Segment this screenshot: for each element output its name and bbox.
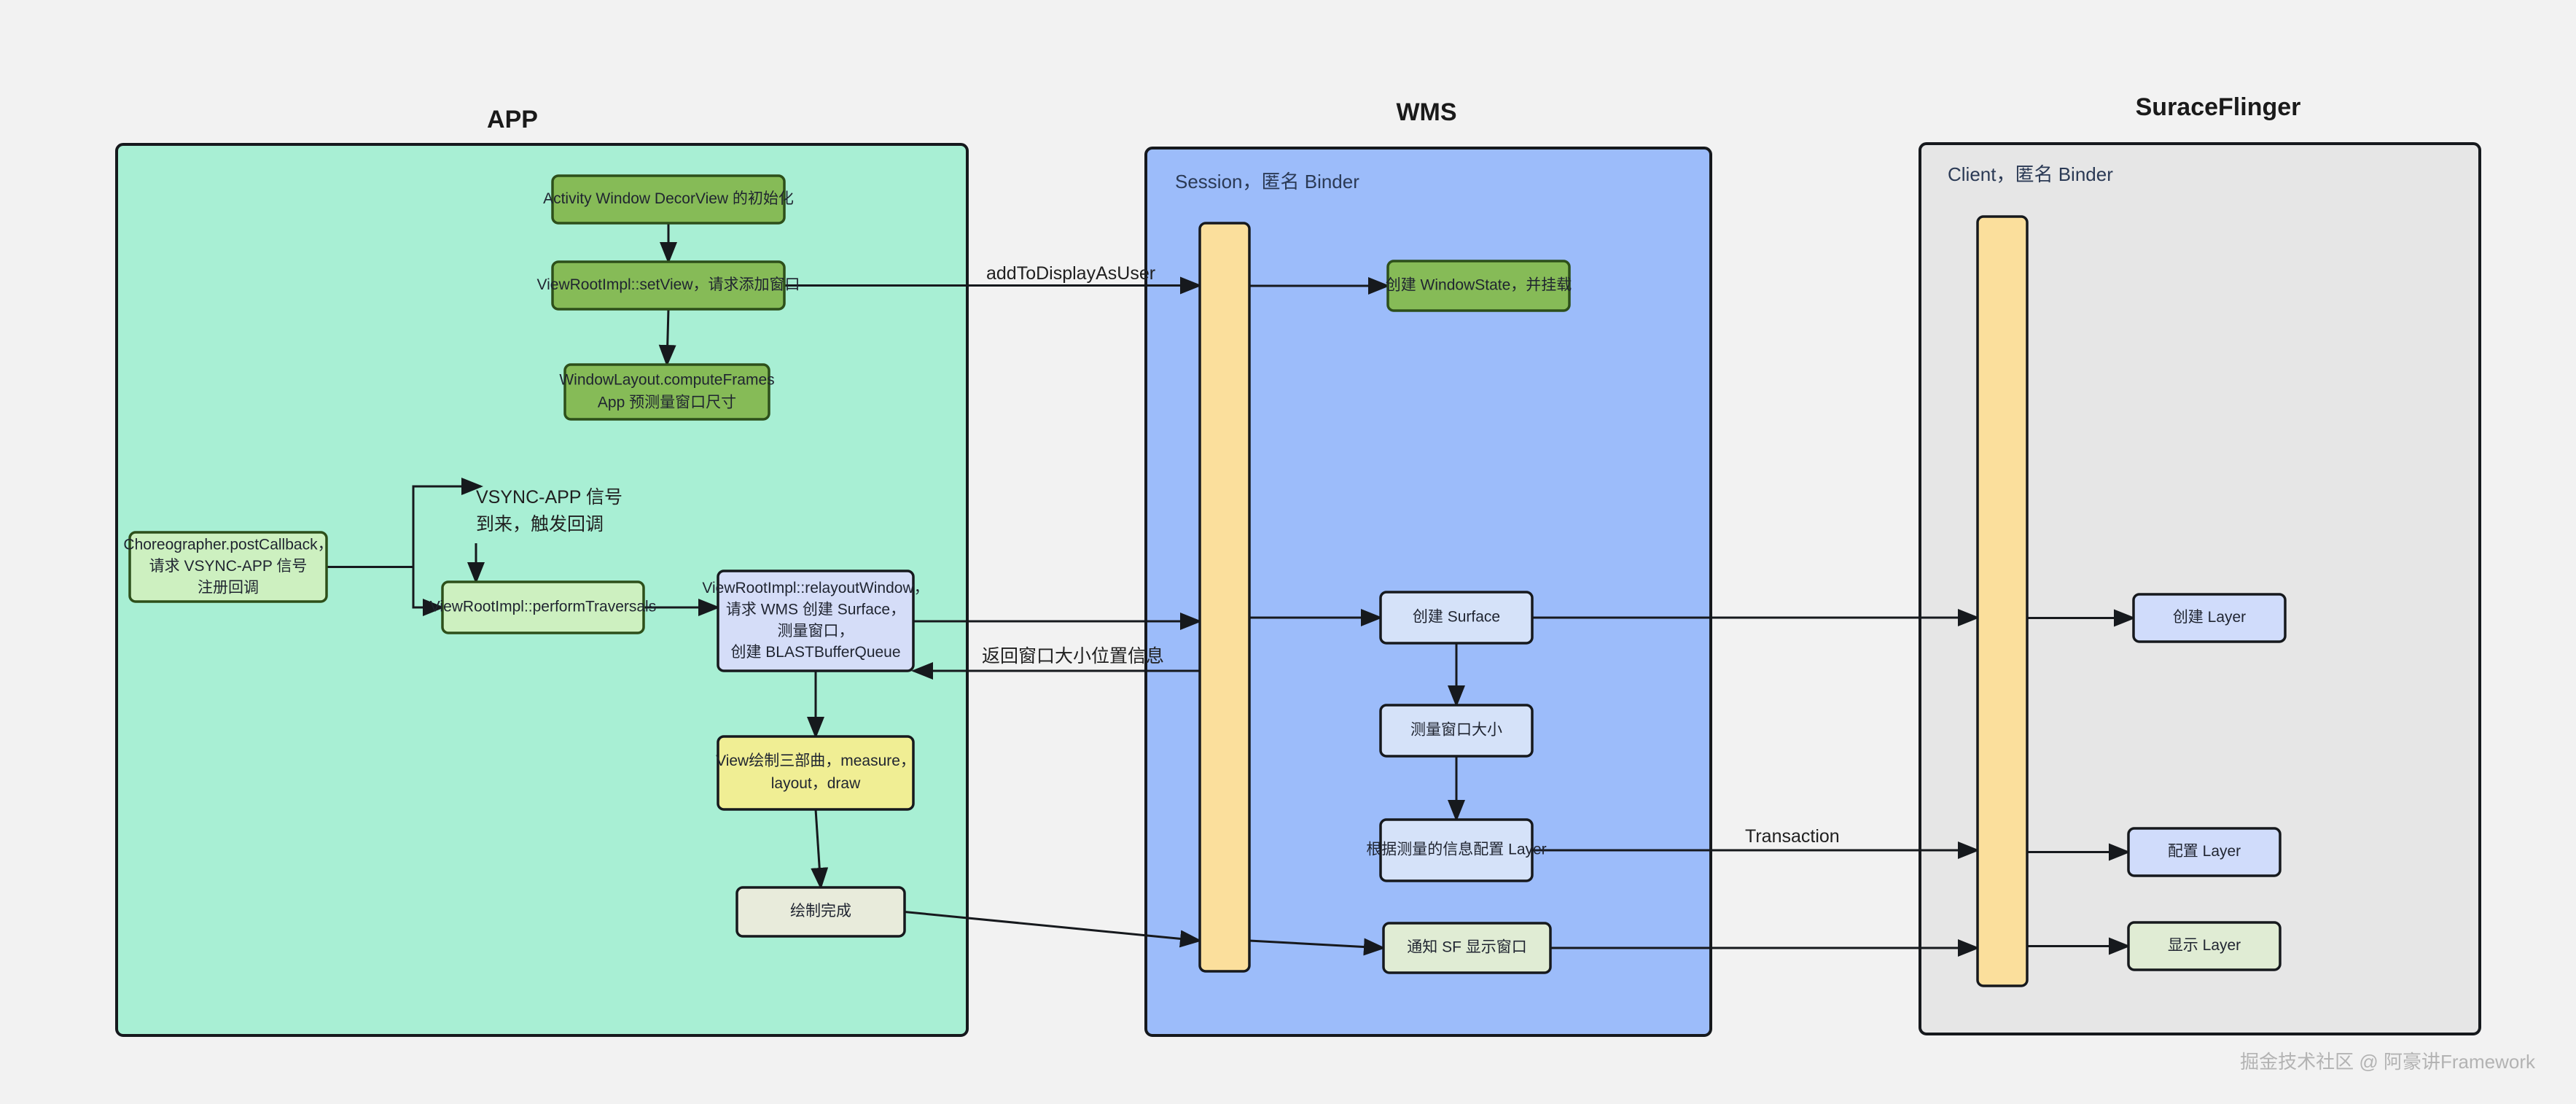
n-setview[interactable]: ViewRootImpl::setView，请求添加窗口 [537, 260, 800, 311]
n-createlayer-box[interactable] [2132, 593, 2287, 643]
n-computeframes-box[interactable] [563, 363, 770, 421]
n-choreographer-box[interactable] [128, 531, 328, 603]
n-session-binder-box[interactable] [1198, 222, 1251, 973]
n-windowstate[interactable]: 创建 WindowState，并挂载 [1386, 260, 1572, 312]
lane-subtitle-wms: Session，匿名 Binder [1175, 171, 1359, 193]
lane-subtitle-sf: Client，匿名 Binder [1948, 163, 2113, 185]
n-createlayer[interactable]: 创建 Layer [2132, 593, 2287, 643]
watermark: 掘金技术社区 @ 阿豪讲Framework [2240, 1051, 2536, 1073]
n-drawtrilogy[interactable]: View绘制三部曲，measure， layout，draw [716, 735, 916, 811]
n-choreographer-label-0: Choreographer.postCallback， [123, 537, 332, 553]
n-measurewindow-box[interactable] [1379, 704, 1534, 758]
n-relayout-label-1: 请求 WMS 创建 Surface， [726, 601, 905, 618]
n-createsurface-label-0: 创建 Surface [1413, 609, 1500, 626]
n-client-binder[interactable] [1976, 215, 2029, 987]
n-choreographer[interactable]: Choreographer.postCallback， 请求 VSYNC-APP … [123, 531, 333, 603]
n-setview-label-0: ViewRootImpl::setView，请求添加窗口 [537, 276, 800, 293]
n-performtraversals-box[interactable] [441, 580, 645, 634]
n-client-binder-box[interactable] [1976, 215, 2029, 987]
lbl-addtodisplay: addToDisplayAsUser [986, 263, 1155, 284]
n-decorview[interactable]: Activity Window DecorView 的初始化 [543, 174, 794, 225]
n-configlayer-sf-box[interactable] [2127, 827, 2282, 877]
n-relayout-label-3: 创建 BLASTBufferQueue [730, 644, 900, 661]
edge-session-to-notifysf [1249, 938, 1386, 956]
n-setview-box[interactable] [551, 260, 786, 311]
nodes-layer: Activity Window DecorView 的初始化 ViewRootIm… [123, 174, 2287, 987]
edge-choreographer-to-performtraversals [412, 567, 445, 616]
n-decorview-box[interactable] [551, 174, 786, 225]
edge-drawdone-to-session [904, 911, 1202, 948]
n-notifysf[interactable]: 通知 SF 显示窗口 [1382, 922, 1552, 974]
n-createsurface[interactable]: 创建 Surface [1379, 591, 1534, 645]
n-createlayer-label-0: 创建 Layer [2173, 609, 2246, 626]
n-configlayer-box[interactable] [1379, 818, 1534, 882]
n-measurewindow-label-0: 测量窗口大小 [1410, 722, 1502, 739]
lbl-transaction: Transaction [1745, 826, 1840, 847]
n-windowstate-label-0: 创建 WindowState，并挂载 [1386, 277, 1572, 294]
n-decorview-label-0: Activity Window DecorView 的初始化 [543, 190, 794, 207]
n-drawdone[interactable]: 绘制完成 [735, 886, 906, 938]
n-session-binder[interactable] [1198, 222, 1251, 973]
lane-box-sf [1919, 142, 2481, 1035]
n-notifysf-label-0: 通知 SF 显示窗口 [1407, 939, 1527, 956]
n-drawtrilogy-box[interactable] [717, 735, 915, 811]
n-performtraversals[interactable]: ViewRootImpl::performTraversals [430, 580, 656, 634]
lbl-vsync2: 到来，触发回调 [476, 514, 604, 534]
lbl-vsync: VSYNC-APP 信号 [476, 487, 622, 508]
n-relayout-label-2: 测量窗口， [778, 623, 854, 640]
n-configlayer[interactable]: 根据测量的信息配置 Layer [1366, 818, 1547, 882]
n-computeframes-label-1: App 预测量窗口尺寸 [598, 394, 736, 411]
lane-title-app: APP [487, 106, 538, 133]
n-performtraversals-label-0: ViewRootImpl::performTraversals [430, 599, 656, 615]
lanes-layer: APP WMS Session，匿名 Binder SuraceFlingerClie… [115, 93, 2481, 1037]
n-computeframes-label-0: WindowLayout.computeFrames [559, 372, 774, 389]
n-relayout-box[interactable] [717, 570, 915, 672]
n-drawdone-label-0: 绘制完成 [790, 903, 851, 920]
n-relayout-label-0: ViewRootImpl::relayoutWindow， [702, 580, 929, 596]
n-choreographer-label-2: 注册回调 [198, 579, 259, 596]
lane-title-wms: WMS [1396, 98, 1456, 126]
n-relayout[interactable]: ViewRootImpl::relayoutWindow，请求 WMS 创建 S… [702, 570, 929, 672]
edges-layer [327, 223, 2136, 957]
n-showlayer[interactable]: 显示 Layer [2127, 921, 2282, 971]
n-notifysf-box[interactable] [1382, 922, 1552, 974]
lane-title-sf: SuraceFlinger [2136, 93, 2301, 121]
n-windowstate-box[interactable] [1386, 260, 1571, 312]
n-drawtrilogy-label-1: layout，draw [771, 775, 861, 792]
edge-choreographer-to-vsync [412, 478, 483, 567]
lbl-returninfo: 返回窗口大小位置信息 [982, 646, 1164, 666]
n-showlayer-box[interactable] [2127, 921, 2282, 971]
n-showlayer-label-0: 显示 Layer [2168, 937, 2241, 954]
edge-drawtrilogy-to-drawdone [811, 809, 829, 890]
n-configlayer-sf-label-0: 配置 Layer [2168, 843, 2241, 860]
n-createsurface-box[interactable] [1379, 591, 1534, 645]
n-configlayer-label-0: 根据测量的信息配置 Layer [1366, 841, 1546, 858]
n-drawtrilogy-label-0: View绘制三部曲，measure， [716, 753, 916, 769]
n-measurewindow[interactable]: 测量窗口大小 [1379, 704, 1534, 758]
edge-setview-to-computeframes [658, 308, 676, 367]
n-choreographer-label-1: 请求 VSYNC-APP 信号 [149, 558, 308, 575]
n-configlayer-sf[interactable]: 配置 Layer [2127, 827, 2282, 877]
n-drawdone-box[interactable] [735, 886, 906, 938]
